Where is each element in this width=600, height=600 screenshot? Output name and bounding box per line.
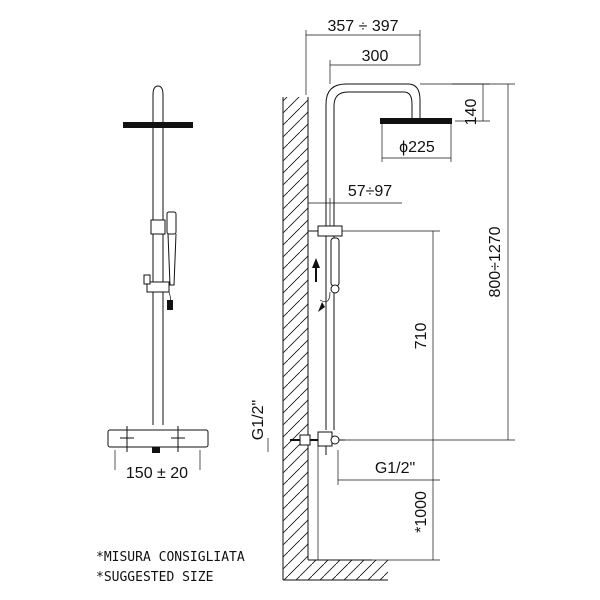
wall-hatch [283, 97, 308, 560]
bracket-knob [143, 274, 151, 285]
mixer-spacing-label: 150 ± 20 [126, 465, 188, 482]
note-english: *SUGGESTED SIZE [96, 570, 213, 585]
hand-shower-head [166, 211, 177, 235]
front-view: 150 ± 20 [107, 85, 209, 482]
wall-offset-label: 57÷97 [348, 183, 392, 200]
side-hand-shower [330, 237, 340, 287]
note-italian: *MISURA CONSIGLIATA [96, 550, 245, 565]
inlet-left-label: G1/2" [250, 400, 267, 440]
hand-shower-handle [167, 233, 177, 286]
front-shower-head [123, 122, 193, 128]
side-mixer-body [317, 431, 333, 447]
floor-hatch [283, 560, 388, 580]
slider-block [150, 219, 166, 235]
head-height-label: 140 [463, 99, 480, 126]
side-slider-knob [330, 284, 340, 294]
width-range-label: 357 ÷ 397 [327, 18, 398, 35]
arm-length-label: 300 [362, 48, 389, 65]
riser-arm-inner [333, 91, 413, 228]
hose-connector [167, 300, 173, 310]
total-height-label: 800÷1270 [487, 226, 504, 297]
side-mixer-knob [330, 435, 340, 445]
rotate-arrow-icon [319, 291, 331, 303]
side-shower-head [380, 118, 452, 124]
wall-bracket [317, 225, 343, 237]
slide-arrow-icon [312, 258, 320, 282]
floor-height-label: *1000 [413, 491, 430, 533]
rotate-arrowhead-icon [318, 302, 325, 312]
inlet-nut [299, 434, 311, 446]
side-view: 357 ÷ 397 300 140 ϕ225 57÷97 800÷1270 71… [250, 18, 515, 581]
lower-bracket [146, 281, 170, 293]
riser-top-bend [152, 85, 164, 124]
riser-arm-outer [325, 83, 421, 228]
inlet-bottom-label: G1/2" [375, 460, 415, 477]
head-diameter-label: ϕ225 [399, 139, 435, 156]
mixer-spout [152, 447, 160, 453]
slide-height-label: 710 [413, 323, 430, 350]
